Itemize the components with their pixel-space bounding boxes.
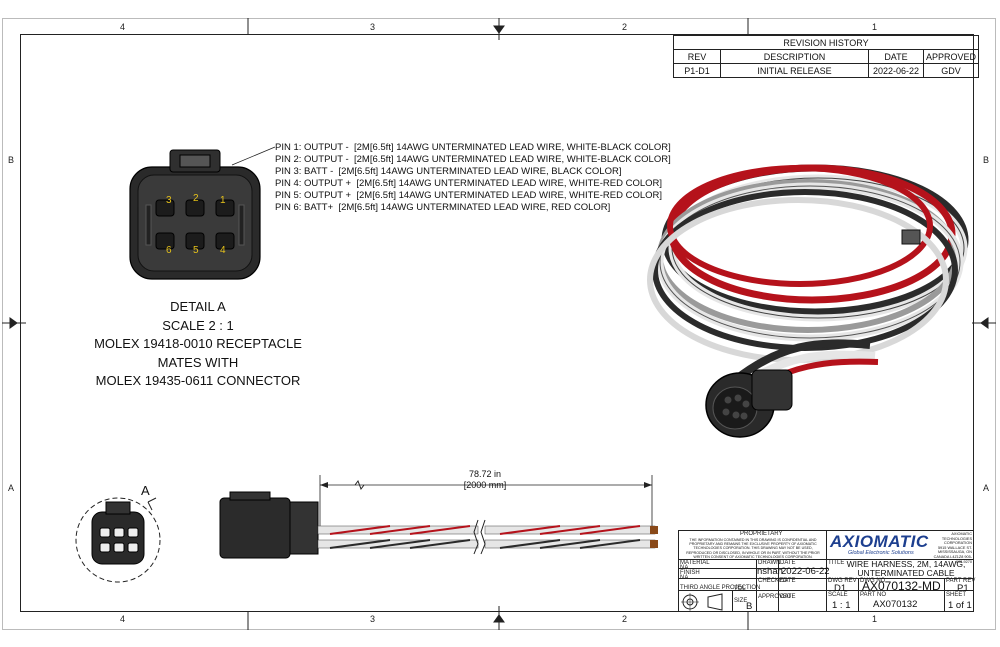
- approved-date-label: DATE: [780, 594, 796, 600]
- pin-label-1: 1: [220, 195, 226, 206]
- part-rev-value: P1: [957, 583, 969, 594]
- drawn-date-label: DATE: [780, 560, 796, 566]
- date-cell: 2022-06-22: [867, 63, 924, 78]
- zone-top-3: 3: [370, 22, 376, 32]
- dwg-rev-value: D1: [834, 583, 847, 594]
- pin-6-description: PIN 6: BATT+ [2M[6.5ft] 14AWG UNTERMINAT…: [275, 202, 611, 213]
- pin-label-2: 2: [193, 193, 199, 204]
- revision-history-table: REVISION HISTORY REV DESCRIPTION DATE AP…: [673, 35, 980, 78]
- scale-value: 1 : 1: [832, 600, 851, 611]
- drawn-date: 2022-06-22: [781, 566, 830, 577]
- approved-header: APPROVED: [922, 49, 980, 64]
- detail-connector: MOLEX 19435-0611 CONNECTOR: [95, 373, 301, 388]
- pin-label-4: 4: [220, 245, 226, 256]
- zone-top-4: 4: [120, 22, 126, 32]
- pin-4-description: PIN 4: OUTPUT + [2M[6.5ft] 14AWG UNTERMI…: [275, 178, 663, 189]
- harness-connector: [705, 369, 793, 438]
- detail-scale: SCALE 2 : 1: [162, 317, 234, 333]
- pin-3-description: PIN 3: BATT - [2M[6.5ft] 14AWG UNTERMINA…: [275, 166, 622, 177]
- pin-label-6: 6: [166, 245, 172, 256]
- table-row: P1-D1 INITIAL RELEASE 2022-06-22 GDV: [673, 63, 980, 78]
- pin-5-description: PIN 5: OUTPUT + [2M[6.5ft] 14AWG UNTERMI…: [275, 190, 663, 201]
- view-a-label: A: [141, 483, 150, 498]
- pin-1-description: PIN 1: OUTPUT - [2M[6.5ft] 14AWG UNTERMI…: [275, 142, 671, 153]
- zone-right-A: A: [983, 483, 990, 493]
- zone-left-A: A: [8, 483, 15, 493]
- size-label: SIZE: [734, 598, 748, 604]
- drawn-label: DRAWN: [758, 560, 781, 566]
- detail-title: DETAIL A: [170, 299, 226, 314]
- checked-label: CHECKED: [758, 578, 788, 584]
- sheet-label: SHEET: [946, 592, 967, 598]
- sheet-value: 1 of 1: [948, 600, 972, 611]
- pin-label-5: 5: [193, 245, 199, 256]
- detail-caption: DETAIL A SCALE 2 : 1 MOLEX 19418-0010 RE…: [78, 298, 318, 391]
- length-mm: [2000 mm]: [463, 480, 507, 490]
- pin-label-3: 3: [166, 195, 172, 206]
- length-inches: 78.72 in: [468, 469, 502, 479]
- drawn-value: nshah: [757, 566, 783, 577]
- zone-bottom-2: 2: [622, 614, 628, 624]
- part-no-label: PART NO: [860, 592, 887, 598]
- zone-bottom-3: 3: [370, 614, 376, 624]
- title-line-2: UNTERMINATED CABLE: [857, 568, 955, 578]
- finish-label: FINISH: [680, 570, 700, 576]
- proprietary-notice: THE INFORMATION CONTAINED IN THIS DRAWIN…: [686, 538, 820, 559]
- zone-top-1: 1: [872, 22, 878, 32]
- connector-face-detail: 3 2 1 6 5 4: [129, 146, 276, 280]
- logo-tagline: Global Electronic Solutions: [848, 550, 914, 556]
- harness-side-view: [219, 475, 658, 559]
- address-text: 5915 WALLACE ST. MISSISSAUGA, ON CANADA …: [933, 545, 972, 564]
- third-angle-label: THIRD ANGLE PROJECTION: [680, 585, 761, 591]
- revision-title: REVISION HISTORY: [673, 35, 979, 50]
- dwg-no-label: DWG NO: [860, 578, 886, 584]
- dwg-no-value: AX070132-MD: [862, 579, 941, 593]
- zone-bottom-4: 4: [120, 614, 126, 624]
- drawing-title: WIRE HARNESS, 2M, 14AWG,UNTERMINATED CAB…: [840, 560, 972, 578]
- description-cell: INITIAL RELEASE: [720, 63, 869, 78]
- zone-right-B: B: [983, 155, 990, 165]
- part-no-value: AX070132: [873, 599, 918, 610]
- zone-top-2: 2: [622, 22, 628, 32]
- harness-isometric-view: [647, 164, 969, 438]
- date-header: DATE: [867, 49, 924, 64]
- approved-label: APPROVED: [758, 594, 792, 600]
- finish-value: NA: [680, 575, 689, 581]
- pin-2-description: PIN 2: OUTPUT - [2M[6.5ft] 14AWG UNTERMI…: [275, 154, 671, 165]
- zone-bottom-1: 1: [872, 614, 878, 624]
- scale-label: SCALE: [828, 592, 848, 598]
- title-line-1: WIRE HARNESS, 2M, 14AWG,: [846, 559, 966, 569]
- rev-cell: P1-D1: [673, 63, 721, 78]
- checked-date-label: DATE: [780, 578, 796, 584]
- length-dimension: 78.72 in [2000 mm]: [455, 469, 515, 491]
- tol-label: TOL: [734, 586, 746, 592]
- zone-left-B: B: [8, 155, 15, 165]
- pin-list: PIN 1: OUTPUT - [2M[6.5ft] 14AWG UNTERMI…: [275, 142, 671, 214]
- approved-cell: GDV: [922, 63, 980, 78]
- view-a-connector-end: [75, 497, 161, 583]
- material-value: NA: [680, 565, 689, 571]
- material-label: MATERIAL: [680, 560, 710, 566]
- title-label: TITLE: [828, 560, 845, 566]
- detail-receptacle: MOLEX 19418-0010 RECEPTACLE: [94, 336, 302, 351]
- axiomatic-logo: AXIOMATIC: [830, 532, 929, 551]
- description-header: DESCRIPTION: [720, 49, 869, 64]
- part-rev-label: PART REV: [946, 578, 976, 584]
- third-angle-projection-icon: [681, 593, 723, 611]
- detail-mates-with: MATES WITH: [157, 354, 239, 370]
- size-value: B: [746, 601, 753, 612]
- rev-header: REV: [673, 49, 721, 64]
- company-name: AXIOMATIC TECHNOLOGIES CORPORATION: [941, 532, 972, 546]
- proprietary-heading: PROPRIETARY: [740, 531, 783, 537]
- dwg-rev-label: DWG REV: [828, 578, 857, 584]
